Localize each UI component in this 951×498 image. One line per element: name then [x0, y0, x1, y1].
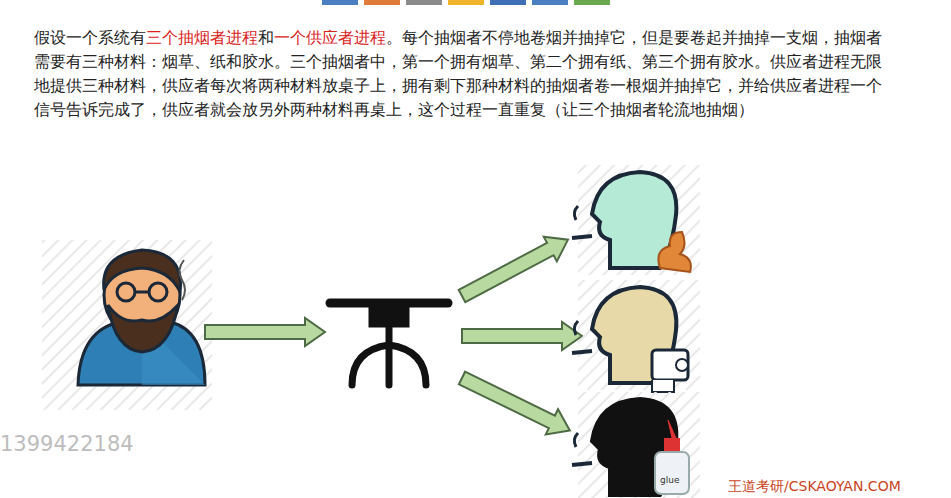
problem-text-part: 一个供应者进程	[274, 28, 386, 47]
smoker-paper	[572, 280, 700, 392]
problem-text-part: 假设一个系统有	[34, 28, 146, 47]
smoker-tobacco	[572, 165, 700, 275]
watermark-site: 王道考研/CSKAOYAN.COM	[728, 478, 901, 496]
table-icon	[330, 303, 448, 385]
glue-label: glue	[660, 475, 679, 485]
supplier-icon	[42, 240, 212, 410]
problem-text-part: 三个抽烟者进程	[146, 28, 258, 47]
smoker-glue	[572, 392, 700, 498]
top-tabs	[322, 0, 610, 5]
problem-text-part: 和	[258, 28, 274, 47]
arrows	[205, 227, 582, 443]
problem-text: 假设一个系统有三个抽烟者进程和一个供应者进程。每个抽烟者不停地卷烟并抽掉它，但是…	[34, 26, 882, 122]
watermark-number: 1399422184	[0, 432, 134, 456]
